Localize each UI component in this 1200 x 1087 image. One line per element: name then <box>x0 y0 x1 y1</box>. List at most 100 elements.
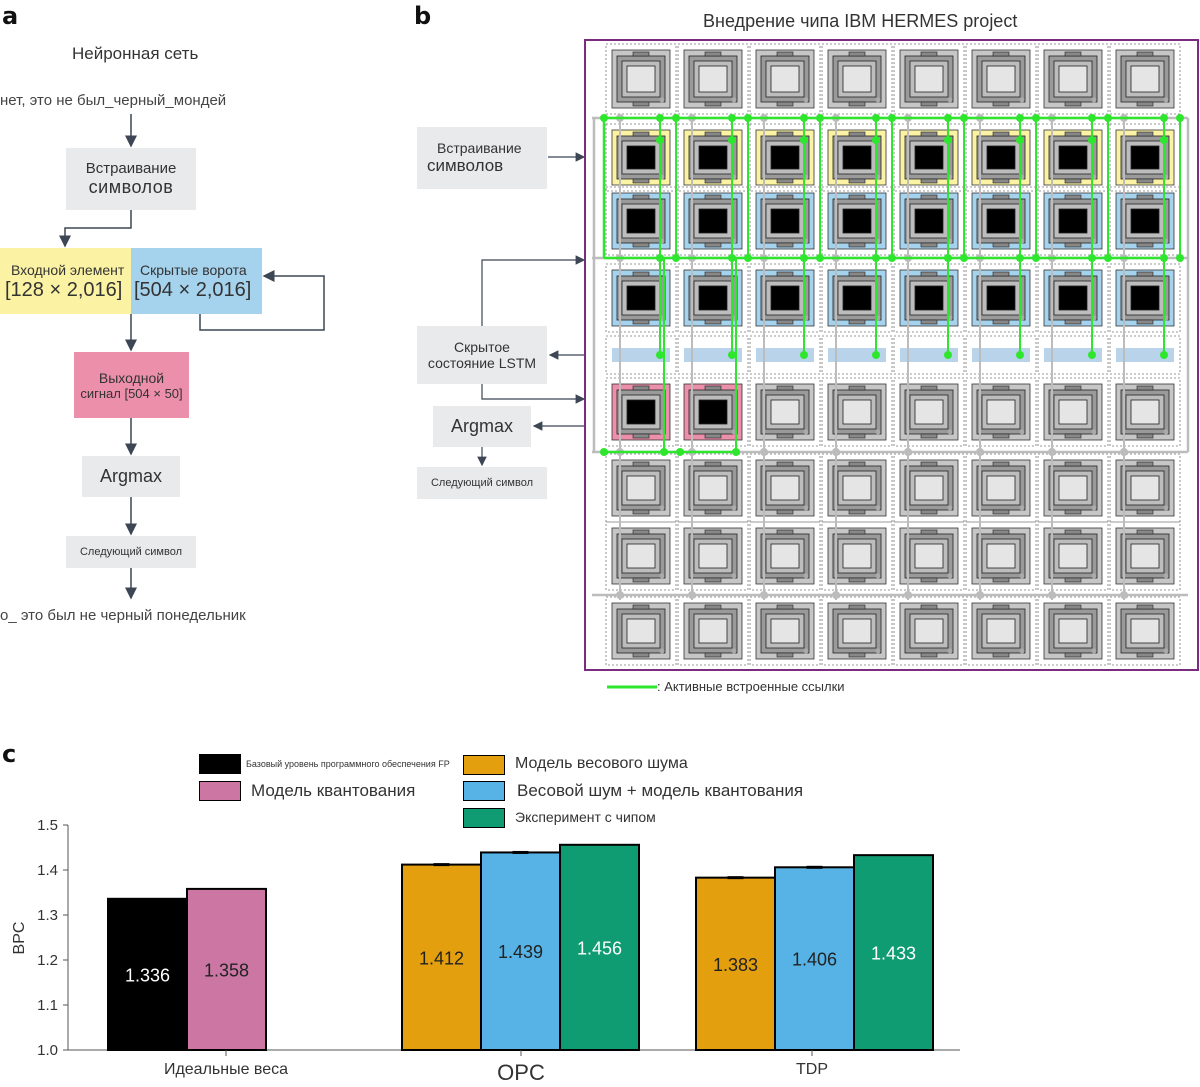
hidden-gates-dims: [504 × 2,016] <box>134 279 252 301</box>
legend-active-links: : Активные встроенные ссылки <box>657 679 845 694</box>
route-node <box>976 448 984 456</box>
active-node <box>1016 136 1024 144</box>
active-node <box>744 114 752 122</box>
embedding-line1: Встраивание <box>85 160 177 177</box>
chip-tile <box>749 521 821 591</box>
active-node <box>800 351 808 359</box>
active-node <box>732 448 740 456</box>
chip-tile <box>1037 263 1109 333</box>
active-node <box>672 114 680 122</box>
active-node <box>1016 254 1024 262</box>
route-node <box>904 591 912 599</box>
chip-tile <box>677 335 749 375</box>
chip-tile <box>749 453 821 523</box>
route-node <box>832 591 840 599</box>
chip-embedding-line1: Встраивание <box>437 140 522 156</box>
y-tick-label: 1.1 <box>37 997 58 1014</box>
active-node <box>872 114 880 122</box>
active-node <box>1160 254 1168 262</box>
chip-tile <box>677 186 749 256</box>
chip-tile <box>965 335 1037 375</box>
y-tick-label: 1.2 <box>37 952 58 969</box>
active-node <box>728 114 736 122</box>
active-node <box>872 136 880 144</box>
legend-swatch-noise-quant <box>463 781 505 801</box>
bar-value-label: 1.433 <box>871 944 916 964</box>
active-node <box>816 254 824 262</box>
active-node <box>1016 114 1024 122</box>
bar-value-label: 1.336 <box>125 965 170 985</box>
chip-tile <box>1037 521 1109 591</box>
output-sentence: o_ это был не черный понедельник <box>0 607 246 624</box>
chip-embedding-line2: символов <box>427 156 504 175</box>
active-node <box>944 136 952 144</box>
active-node <box>960 114 968 122</box>
active-node <box>800 136 808 144</box>
chip-tile <box>821 596 893 666</box>
legend-swatch-chip <box>463 808 505 828</box>
chip-tile <box>677 521 749 591</box>
x-tick-label: OPC <box>497 1060 545 1085</box>
active-node <box>1016 351 1024 359</box>
active-node <box>1160 114 1168 122</box>
active-node <box>676 448 684 456</box>
active-node <box>728 254 736 262</box>
argmax-box: Argmax <box>82 456 180 497</box>
x-tick-label: TDP <box>796 1061 828 1078</box>
active-node <box>1088 351 1096 359</box>
bar-weight_noise <box>401 863 482 1051</box>
route-node <box>616 591 624 599</box>
chip-tile <box>1037 335 1109 375</box>
chip-tile <box>821 43 893 115</box>
active-node <box>1032 254 1040 262</box>
output-line2: сигнал [504 × 50] <box>80 385 183 401</box>
panel-c-letter: c <box>2 740 17 768</box>
route-node <box>1048 448 1056 456</box>
chip-tile <box>605 521 677 591</box>
active-node <box>872 351 880 359</box>
chip-tile <box>893 453 965 523</box>
bar-fp_baseline <box>107 897 188 1051</box>
bar-value-label: 1.456 <box>577 938 622 958</box>
chip-next-symbol-label: Следующий символ <box>430 477 534 489</box>
arrow-output-in <box>481 384 586 404</box>
chip-tile <box>965 453 1037 523</box>
output-line1: Выходной <box>98 369 165 386</box>
chip-tile <box>677 43 749 115</box>
chip-tile <box>605 123 677 192</box>
active-node <box>656 136 664 144</box>
active-node <box>888 114 896 122</box>
active-node <box>1088 254 1096 262</box>
active-node <box>816 114 824 122</box>
chip-tile <box>965 43 1037 115</box>
bar-value-label: 1.358 <box>204 960 249 980</box>
chip-frame <box>584 39 1199 671</box>
route-node <box>832 448 840 456</box>
route-node <box>760 591 768 599</box>
input-element-label: Входной элемент <box>11 262 125 278</box>
active-node <box>656 114 664 122</box>
chip-tile <box>893 521 965 591</box>
chip-tile <box>893 596 965 666</box>
chip-tile <box>605 43 677 115</box>
chip-tile <box>749 596 821 666</box>
route-node <box>760 448 768 456</box>
legend-swatch-fp <box>199 754 241 774</box>
active-node <box>1176 114 1184 122</box>
chip-tile <box>893 43 965 115</box>
active-node <box>800 114 808 122</box>
chip-tile <box>749 335 821 375</box>
chip-tile <box>893 377 965 447</box>
active-node <box>944 351 952 359</box>
active-node <box>600 114 608 122</box>
chip-tile <box>749 377 821 447</box>
active-node <box>1104 254 1112 262</box>
y-tick-label: 1.0 <box>37 1042 58 1059</box>
route-node <box>1120 591 1128 599</box>
active-node <box>656 254 664 262</box>
lstm-state-box: Скрытое состояние LSTM <box>417 326 547 384</box>
bar-chip_experiment <box>853 854 934 1052</box>
chip-tile <box>1037 43 1109 115</box>
y-tick-label: 1.4 <box>37 862 58 879</box>
